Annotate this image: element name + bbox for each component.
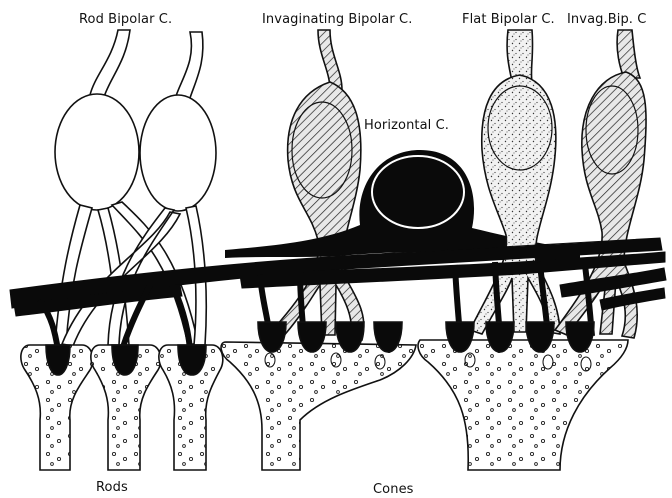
cones-label: Cones bbox=[373, 482, 414, 497]
rod-bipolar-axon-left bbox=[90, 30, 130, 97]
flat-bipolar-cell bbox=[470, 30, 560, 334]
invaginating-bipolar-cell bbox=[268, 30, 364, 340]
invaginating-bipolar-label: Invaginating Bipolar C. bbox=[262, 12, 412, 27]
cone-terminals bbox=[221, 322, 628, 470]
invaginating-bipolar-body bbox=[268, 82, 364, 340]
flat-bipolar-body bbox=[470, 75, 560, 334]
rod-bipolar-axon-right bbox=[176, 32, 203, 98]
rod-terminals bbox=[21, 345, 223, 470]
horizontal-cell-label: Horizontal C. bbox=[364, 118, 449, 133]
cone-pedicle-left bbox=[221, 342, 416, 470]
invag-bip-axon bbox=[617, 30, 640, 78]
invag-bip-label: Invag.Bip. C bbox=[567, 12, 646, 27]
rod-bipolar-label: Rod Bipolar C. bbox=[79, 12, 172, 27]
rods-label: Rods bbox=[96, 480, 128, 495]
rod-bipolar-soma-right bbox=[140, 95, 216, 211]
invaginating-bipolar-axon bbox=[318, 30, 342, 90]
flat-bipolar-label: Flat Bipolar C. bbox=[462, 12, 555, 27]
cone-pedicle-right bbox=[418, 340, 628, 470]
flat-bipolar-axon bbox=[507, 30, 533, 82]
rod-bipolar-soma-left bbox=[55, 94, 139, 210]
